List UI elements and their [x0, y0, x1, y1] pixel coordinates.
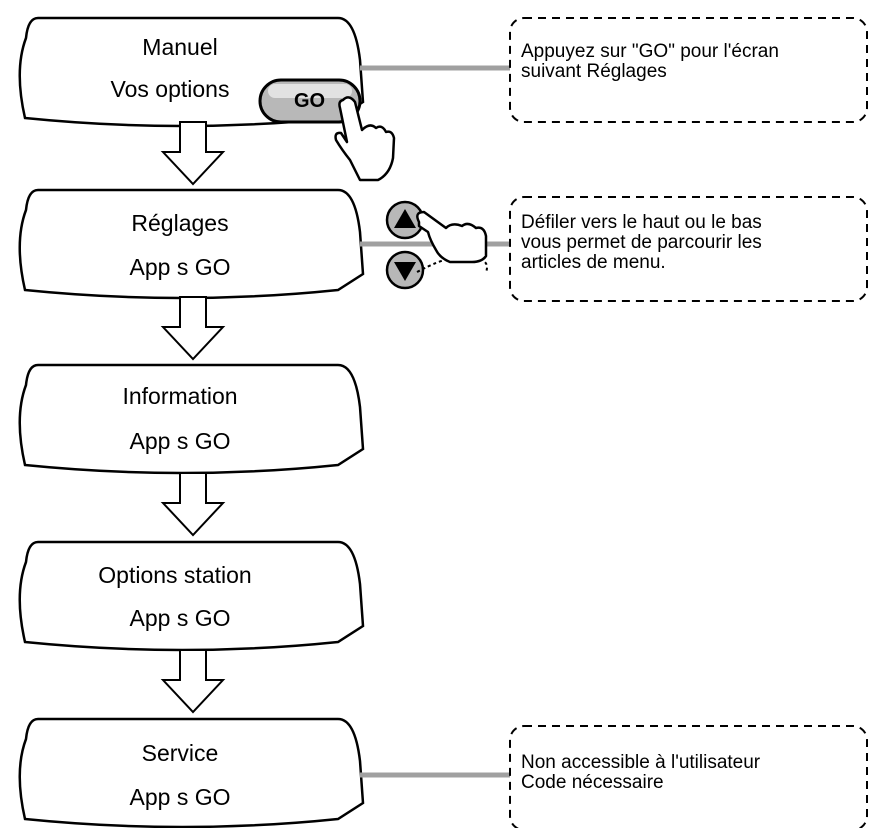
down-arrow-1 — [160, 121, 226, 186]
screen-subtitle-service: App s GO — [129, 784, 231, 810]
screen-subtitle-information: App s GO — [129, 428, 231, 454]
go-button[interactable] — [258, 78, 362, 124]
note-1-line-1: Appuyez sur "GO" pour l'écran — [521, 41, 779, 62]
up-triangle-icon — [394, 209, 416, 228]
screen-title-options-station: Options station — [98, 562, 252, 588]
screen-shape-information — [18, 363, 365, 475]
screen-subtitle-reglages: App s GO — [129, 254, 231, 280]
note-2-line-1: Défiler vers le haut ou le bas — [521, 212, 762, 233]
scroll-hand-icon — [416, 210, 488, 264]
note-3: Non accessible à l'utilisateur Code néce… — [521, 753, 760, 793]
down-arrow-3 — [160, 472, 226, 537]
scroll-down-button[interactable] — [385, 250, 425, 290]
note-1-line-2: suivant Réglages — [521, 61, 667, 82]
note-3-line-2: Code nécessaire — [521, 772, 664, 793]
screen-shape-options-station — [18, 540, 365, 652]
down-arrow-4 — [160, 649, 226, 714]
screen-title-information: Information — [122, 383, 238, 409]
screen-shape-service — [18, 717, 365, 828]
screen-subtitle-options-station: App s GO — [129, 605, 231, 631]
note-1: Appuyez sur "GO" pour l'écran suivant Ré… — [521, 42, 779, 82]
screen-title-manuel: Manuel — [142, 34, 218, 60]
screen-title-reglages: Réglages — [131, 210, 229, 236]
note-box-3 — [509, 725, 868, 828]
note-2: Défiler vers le haut ou le bas vous perm… — [521, 213, 762, 273]
screen-title-service: Service — [141, 740, 219, 766]
note-2-line-2: vous permet de parcourir les — [521, 232, 762, 253]
screen-shape-reglages — [18, 188, 365, 300]
note-2-line-3: articles de menu. — [521, 252, 666, 273]
note-3-line-1: Non accessible à l'utilisateur — [521, 752, 761, 773]
pointing-hand-icon — [334, 96, 396, 182]
down-arrow-2 — [160, 296, 226, 361]
screen-subtitle-manuel: Vos options — [110, 76, 230, 102]
go-button-label: GO — [294, 90, 326, 112]
down-triangle-icon — [394, 262, 416, 281]
note-box-2 — [509, 196, 868, 302]
note-box-1 — [509, 17, 868, 123]
